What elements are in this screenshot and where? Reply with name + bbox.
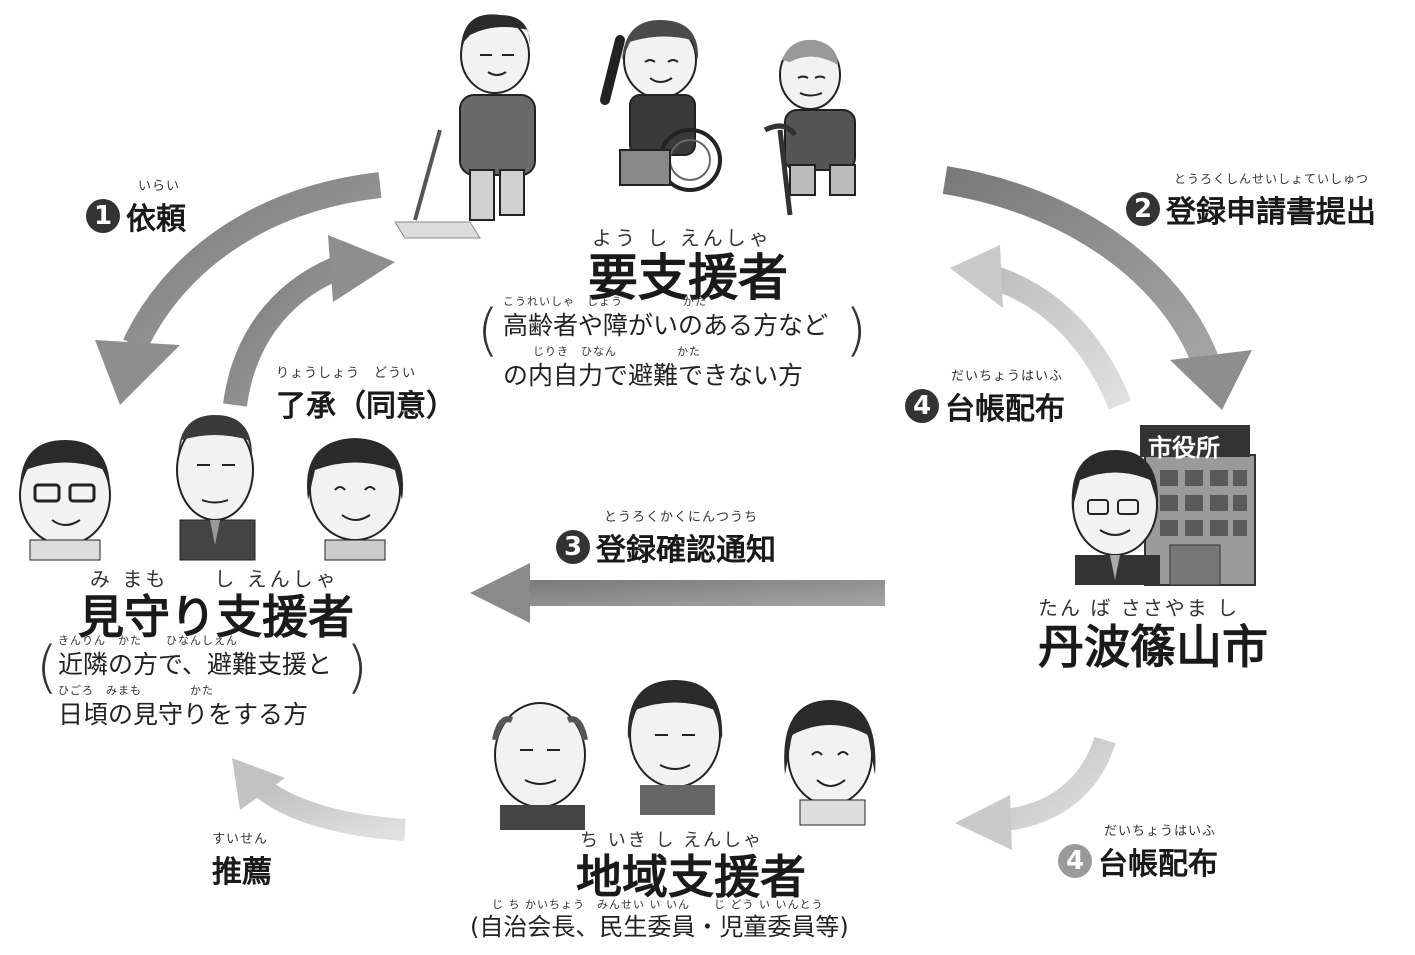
step-request-number: 1 [86, 199, 120, 233]
node-watch-desc-1: 近隣の方で、避難支援と [58, 650, 333, 679]
node-city-title-text: 丹波篠山市 [1038, 620, 1268, 674]
step-register-number: 2 [1126, 192, 1160, 226]
node-local-desc: じ ち かいちょう みんせい い いん じ どう い いんとう (自治会長、民生… [470, 896, 849, 942]
node-requiring-ruby: よう し えんしゃ [592, 226, 772, 250]
node-local-desc-text: (自治会長、民生委員・児童委員等) [470, 913, 849, 941]
step-recommend: すいせん 推薦 [212, 828, 272, 891]
arrow-register [942, 166, 1252, 410]
arrow-request [95, 172, 382, 405]
node-city-title: たん ば ささやま し 丹波篠山市 [1038, 592, 1268, 673]
step-recommend-label: 推薦 [212, 855, 272, 890]
step-distribute-bottom-number: 4 [1058, 844, 1092, 878]
node-watch-title: み まも し えんしゃ 見守り支援者 [78, 563, 354, 642]
step-notify-ruby: とうろくかくにんつうち [604, 510, 759, 525]
step-consent: りょうしょう どうい 了承（同意） [276, 362, 456, 425]
step-distribute-top-number: 4 [905, 389, 939, 423]
step-distribute-top-ruby: だいちょうはいふ [951, 369, 1064, 384]
person-wheelchair [600, 20, 722, 192]
arrow-consent [223, 235, 395, 407]
step-request-ruby: いらい [138, 179, 181, 194]
step-recommend-ruby: すいせん [212, 832, 269, 847]
person-watch-glasses [19, 440, 111, 561]
city-hall-building [1140, 425, 1256, 586]
paren-right: ) [346, 635, 368, 700]
node-local-title-text: 地域支援者 [576, 850, 806, 904]
node-requiring-support-title: よう し えんしゃ 要支援者 [588, 222, 788, 305]
person-city-official [1071, 450, 1160, 585]
node-watch-desc-ruby-1: きんりん かた ひなんしえん [58, 634, 238, 647]
person-local-woman [784, 700, 876, 826]
step-distribute-bottom-ruby: だいちょうはいふ [1104, 824, 1217, 839]
node-local-ruby: ち いき し えんしゃ [580, 830, 764, 851]
step-register-label: 登録申請書提出 [1166, 195, 1376, 230]
step-notify-number: 3 [556, 530, 590, 564]
node-watch-title-text: 見守り支援者 [78, 590, 354, 644]
step-consent-ruby: りょうしょう どうい [276, 366, 417, 381]
person-watch-woman [306, 438, 404, 561]
city-hall-sign: 市役所 [1148, 434, 1220, 462]
paren-right: ) [845, 298, 867, 363]
node-watch-ruby: み まも し えんしゃ [90, 567, 339, 591]
node-city-ruby: たん ば ささやま し [1038, 596, 1240, 620]
arrow-distribute-bottom [955, 736, 1116, 850]
step-distribute-top-label: 台帳配布 [945, 392, 1065, 427]
arrow-notify [470, 563, 885, 623]
paren-left: ( [477, 298, 499, 363]
step-register-ruby: とうろくしんせいしょていしゅつ [1174, 172, 1370, 186]
arrow-recommend [232, 758, 406, 841]
node-watch-desc-2: 日頃の見守りをする方 [58, 700, 309, 729]
step-notify-label: 登録確認通知 [596, 533, 776, 568]
arrow-distribute-top [950, 245, 1132, 410]
node-requiring-desc-2: の内自力で避難できない方 [503, 361, 804, 390]
person-local-elderly [492, 702, 588, 830]
node-watch-desc-ruby-2: ひごろ みまも かた [58, 684, 214, 697]
step-consent-label: 了承（同意） [276, 389, 456, 424]
node-local-title: ち いき し えんしゃ 地域支援者 [576, 826, 806, 902]
step-request-label: 依頼 [126, 202, 186, 237]
node-requiring-title: 要支援者 [588, 249, 788, 307]
step-distribute-bottom-label: 台帳配布 [1098, 847, 1218, 882]
person-blind-walker [394, 14, 536, 239]
person-watch-elderly-man [176, 415, 256, 561]
node-requiring-desc-ruby-2: じりき ひなん かた [533, 345, 701, 358]
person-elderly-cane [763, 39, 856, 216]
node-local-desc-ruby: じ ち かいちょう みんせい い いん じ どう い いんとう [492, 898, 824, 911]
person-local-man [627, 680, 723, 815]
node-requiring-desc-1: 高齢者や障がいのある方など [503, 311, 829, 340]
paren-left: ( [36, 635, 58, 700]
node-requiring-desc-ruby-1: こうれいしゃ しょう かた [503, 295, 707, 308]
